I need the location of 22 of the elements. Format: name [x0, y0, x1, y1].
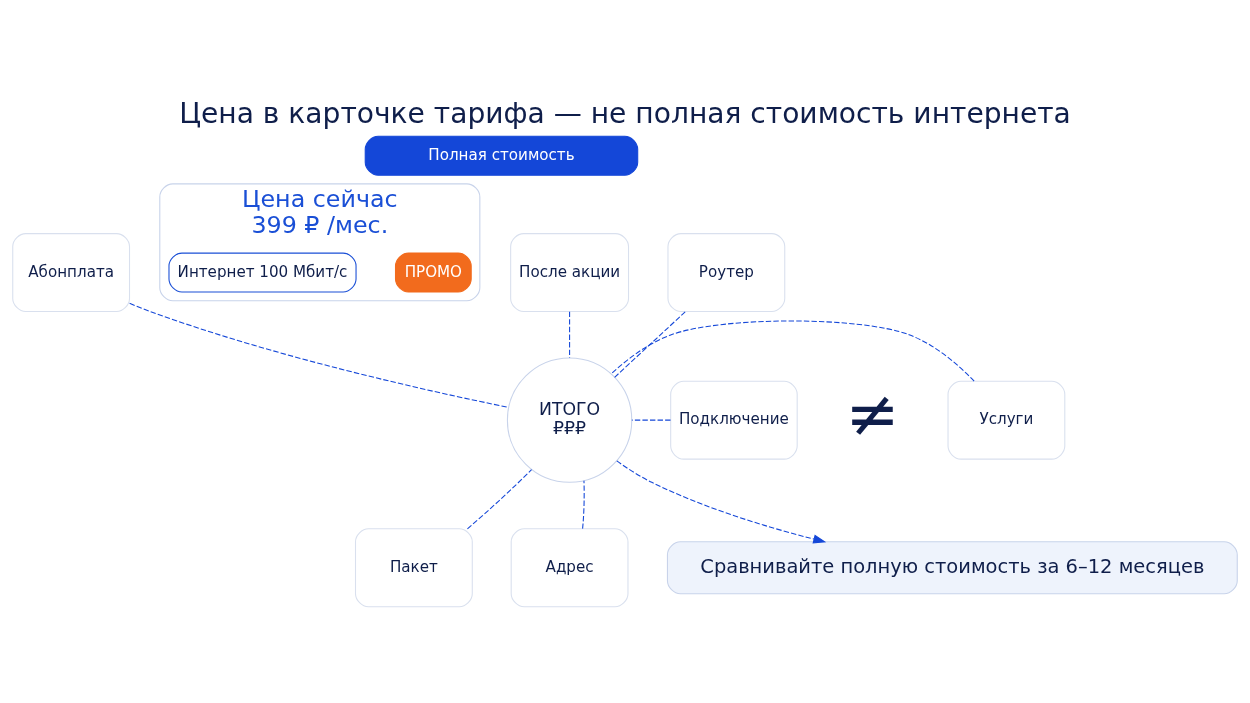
connector: [582, 480, 585, 530]
arrow: [616, 460, 827, 544]
node-box: Роутер: [667, 233, 786, 313]
node-box: Интернет 100 Мбит/с: [168, 252, 357, 293]
node-box: Абонплата: [12, 233, 131, 313]
node-box: ПРОМО: [394, 252, 472, 293]
node-box: Сравнивайте полную стоимость за 6–12 месяцев: [666, 541, 1238, 595]
node-box: После акции: [510, 233, 630, 313]
diagram-title: Цена в карточке тарифа — не полная стоимость интернета: [179, 97, 1071, 131]
connector: [129, 302, 510, 408]
connector: [610, 320, 975, 382]
node-box: Полная стоимость: [364, 135, 639, 176]
node-box: Адрес: [510, 528, 629, 608]
node-box: Услуги: [947, 380, 1066, 460]
label: ≠: [845, 376, 900, 452]
connector: [569, 311, 571, 359]
connector: [466, 469, 533, 530]
connector: [631, 419, 672, 421]
node-box: Подключение: [670, 380, 798, 460]
connector: [614, 311, 686, 378]
node-box: Пакет: [354, 528, 473, 608]
node-circle: ИТОГО ₽₽₽: [506, 357, 633, 483]
